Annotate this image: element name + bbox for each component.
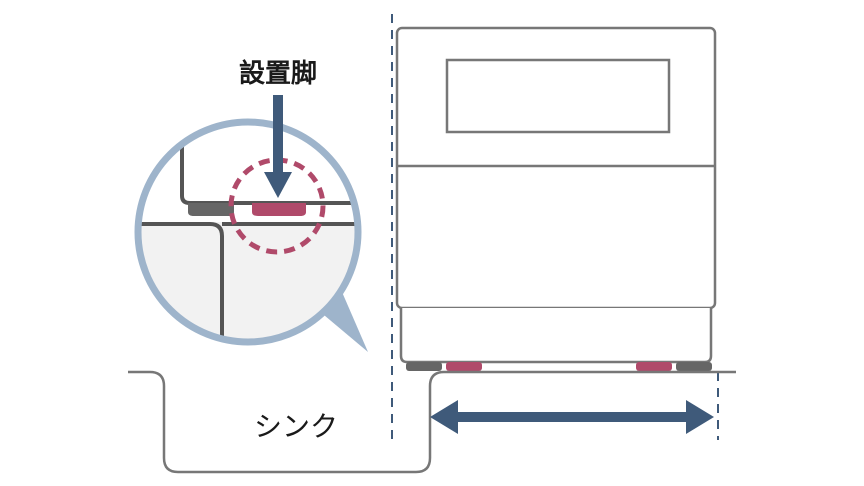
foot-label: 設置脚 xyxy=(239,58,317,89)
dishwasher-foot-dark-right xyxy=(676,362,712,371)
dishwasher-foot-installation-left xyxy=(446,362,482,371)
width-double-arrow xyxy=(430,400,714,434)
dishwasher-foot-dark-left xyxy=(406,362,442,371)
zoom-dark-foot xyxy=(188,203,234,216)
zoom-counter-edge xyxy=(138,222,224,342)
dishwasher-base xyxy=(399,308,713,364)
zoom-callout-ring xyxy=(134,118,362,346)
dishwasher xyxy=(395,26,717,371)
zoom-installation-foot xyxy=(252,203,306,216)
dishwasher-foot-installation-right xyxy=(636,362,672,371)
dishwasher-control-panel xyxy=(445,58,671,134)
sink-label: シンク xyxy=(254,410,338,443)
counter-and-sink-outline xyxy=(128,370,736,474)
zoom-counter-surface xyxy=(140,222,358,342)
foot-pointer-arrow xyxy=(264,95,292,198)
